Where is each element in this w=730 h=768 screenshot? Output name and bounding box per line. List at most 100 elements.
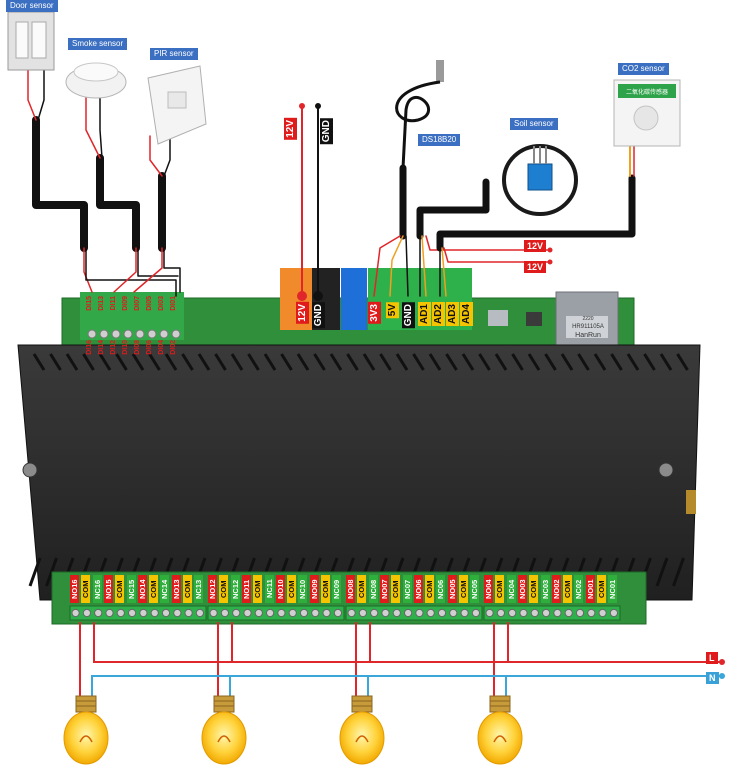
- relay-screw[interactable]: [232, 608, 241, 618]
- terminal-12v-label: 12V: [296, 302, 309, 324]
- vent-slot-top: [247, 353, 260, 371]
- relay-screw[interactable]: [370, 608, 379, 618]
- relay-screw[interactable]: [220, 608, 229, 618]
- relay-label-no12: NO12: [208, 575, 217, 603]
- relay-strip-body: [207, 605, 345, 621]
- relay-screw[interactable]: [587, 608, 596, 618]
- bulbs: [63, 695, 523, 765]
- 12v-tap-a: [547, 247, 553, 253]
- reset-button[interactable]: [526, 312, 542, 326]
- relay-screw[interactable]: [173, 608, 182, 618]
- vent-slot-top: [329, 353, 343, 371]
- relay-screw[interactable]: [598, 608, 607, 618]
- vent-slot-top: [478, 353, 491, 371]
- relay-screw[interactable]: [254, 608, 263, 618]
- relay-label-com: COM: [391, 575, 401, 603]
- neutral-terminal: [719, 673, 725, 679]
- sensor-cables: [27, 69, 636, 297]
- relay-screw[interactable]: [277, 608, 286, 618]
- relay-screw[interactable]: [392, 608, 401, 618]
- relay-screw[interactable]: [471, 608, 480, 618]
- relay-strip-body: [483, 605, 621, 621]
- relay-screw[interactable]: [485, 608, 494, 618]
- relay-screw[interactable]: [530, 608, 539, 618]
- bulb-base: [351, 695, 373, 713]
- vent-slot-bottom: [28, 557, 42, 587]
- di-screw: [159, 329, 169, 339]
- 12v-tag-a: 12V: [524, 240, 547, 252]
- relay-label-no06: NO06: [413, 575, 423, 603]
- relay-screw[interactable]: [128, 608, 137, 618]
- relay-screw[interactable]: [496, 608, 505, 618]
- relay-label-com: COM: [253, 575, 263, 603]
- bulb-base: [489, 695, 511, 713]
- relay-screw[interactable]: [437, 608, 447, 618]
- 12v-wire-end: [299, 103, 305, 109]
- vent-slot-top: [32, 353, 46, 371]
- relay-label-nc04: NC04: [506, 575, 516, 603]
- relay-screw[interactable]: [426, 608, 435, 618]
- relay-screw[interactable]: [243, 608, 252, 618]
- smoke-sensor-device: [65, 62, 127, 99]
- relay-label-no05: NO05: [447, 575, 457, 603]
- relay-screw[interactable]: [358, 608, 367, 618]
- relay-screw[interactable]: [347, 608, 356, 618]
- relay-screw[interactable]: [553, 608, 562, 618]
- relay-screw[interactable]: [322, 608, 331, 618]
- smoke-sensor-label: Smoke sensor: [68, 38, 128, 50]
- relay-screw[interactable]: [82, 608, 92, 618]
- di-bottom-label-di10: DI10: [122, 340, 129, 355]
- relay-label-nc08: NC08: [368, 575, 378, 603]
- terminal-5v-label: 5V: [386, 302, 399, 319]
- relay-screw[interactable]: [460, 608, 469, 618]
- relay-screw[interactable]: [139, 608, 148, 618]
- di-screw: [147, 329, 157, 339]
- door-sensor-label: Door sensor: [6, 0, 58, 12]
- relay-screw[interactable]: [116, 608, 125, 618]
- relay-screw[interactable]: [94, 608, 103, 618]
- relay-screw[interactable]: [161, 608, 171, 618]
- relay-screw[interactable]: [575, 608, 585, 618]
- relay-screw[interactable]: [299, 608, 309, 618]
- relay-screw[interactable]: [71, 608, 80, 618]
- di-screw: [99, 329, 109, 339]
- bulb-filament: [217, 735, 231, 743]
- relay-screw[interactable]: [209, 608, 218, 618]
- bulb-base: [213, 695, 235, 713]
- relay-label-no15: NO15: [103, 575, 113, 603]
- relay-screw[interactable]: [150, 608, 159, 618]
- relay-label-com: COM: [529, 575, 539, 603]
- relay-screw[interactable]: [449, 608, 458, 618]
- relay-label-no11: NO11: [241, 575, 251, 603]
- di-screw: [111, 329, 121, 339]
- relay-screw[interactable]: [195, 608, 204, 618]
- relay-screw[interactable]: [311, 608, 320, 618]
- relay-screw[interactable]: [105, 608, 114, 618]
- relay-label-com: COM: [597, 575, 606, 603]
- relay-label-com: COM: [115, 575, 125, 603]
- relay-screw[interactable]: [564, 608, 573, 618]
- 12v-terminal-dot: [297, 291, 307, 301]
- relay-screw[interactable]: [404, 608, 413, 618]
- vent-slot-top: [527, 353, 541, 371]
- relay-screw[interactable]: [184, 608, 193, 618]
- relay-screw[interactable]: [381, 608, 390, 618]
- relay-screw[interactable]: [415, 608, 424, 618]
- relay-screw[interactable]: [542, 608, 551, 618]
- gnd-top-label: GND: [320, 118, 333, 145]
- relay-screw[interactable]: [266, 608, 275, 618]
- vent-slot-top: [313, 353, 326, 371]
- relay-label-nc05: NC05: [470, 575, 480, 603]
- relay-screw[interactable]: [333, 608, 342, 618]
- relay-label-com: COM: [183, 575, 192, 603]
- bulb-glass: [63, 711, 109, 765]
- live-terminal: [719, 659, 725, 665]
- mains-wiring: [79, 622, 722, 700]
- relay-screw[interactable]: [609, 608, 619, 618]
- relay-screw[interactable]: [508, 608, 517, 618]
- 12v-tag-b: 12V: [524, 261, 547, 273]
- relay-screw[interactable]: [288, 608, 297, 618]
- bulb-glass: [339, 711, 385, 765]
- relay-screw[interactable]: [519, 608, 528, 618]
